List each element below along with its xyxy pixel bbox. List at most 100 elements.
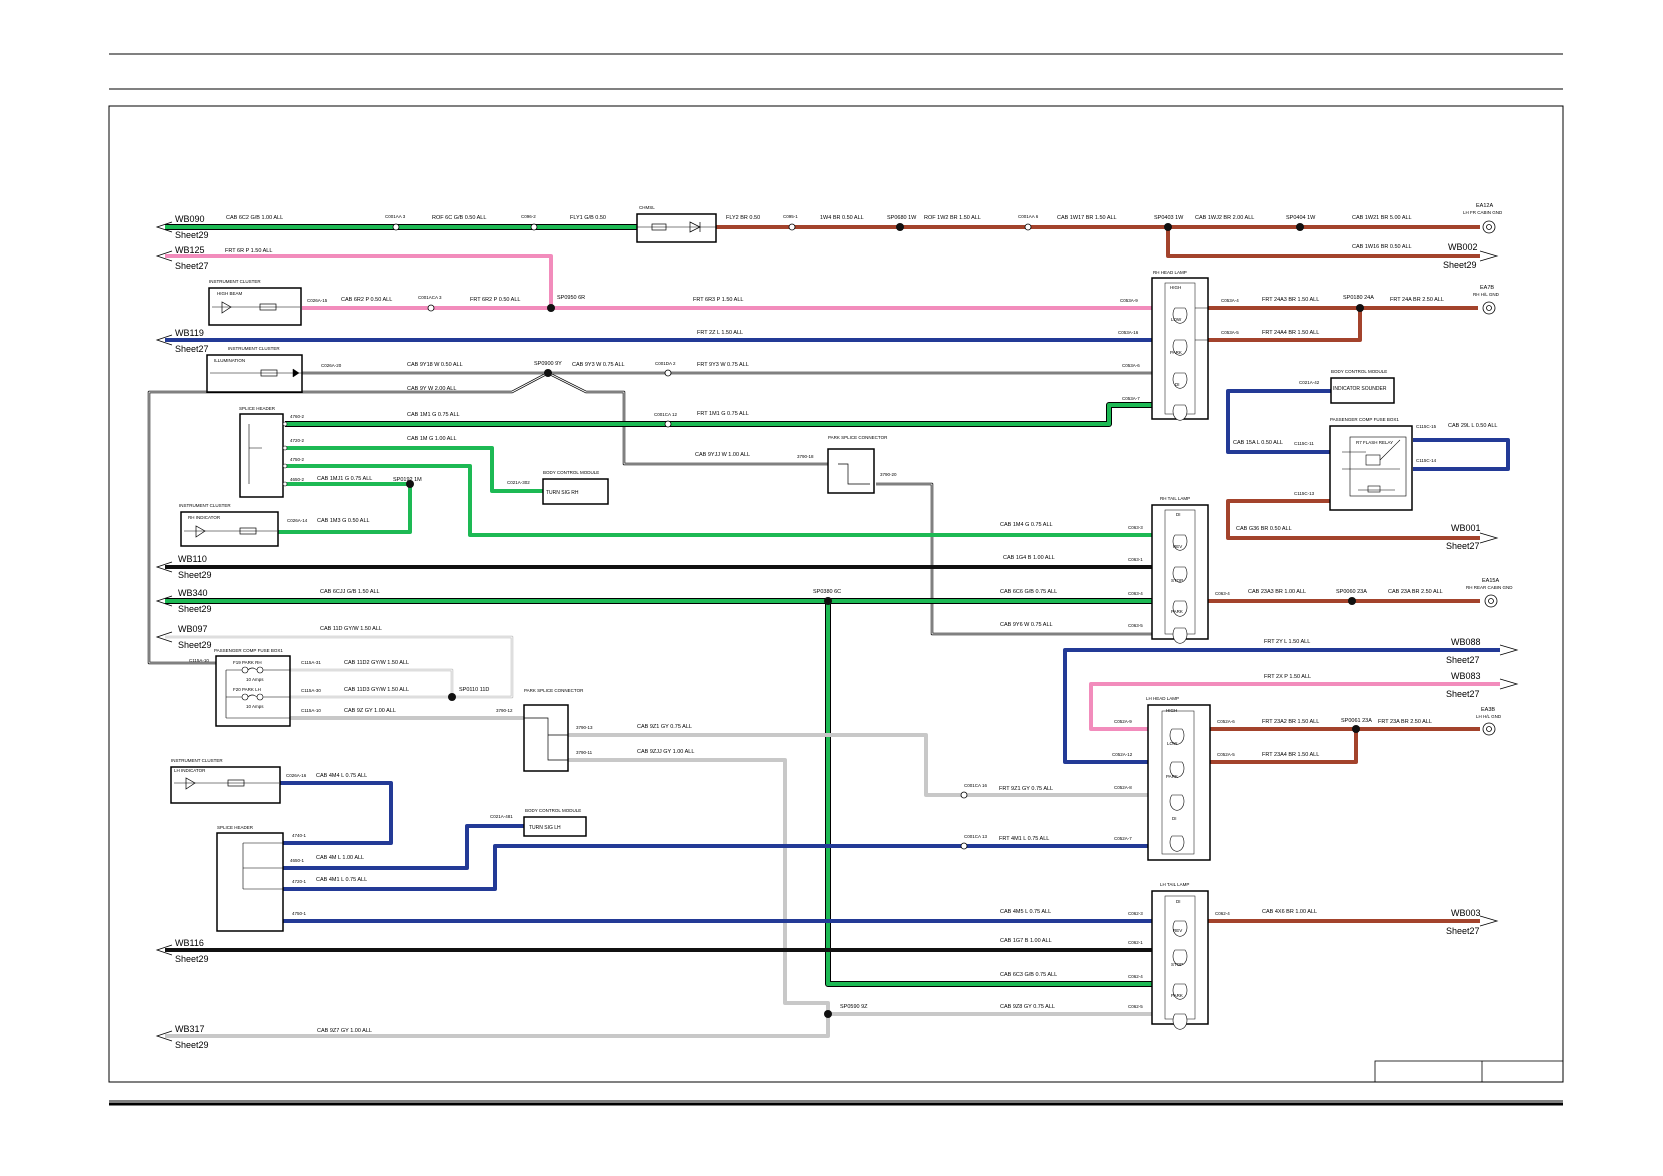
ground-id: EA3B (1481, 707, 1495, 713)
connector-label: C053A-16 (1118, 330, 1139, 335)
splice-label: SP0060 23A (1336, 589, 1367, 595)
connector-label: C026A-16 (286, 773, 307, 778)
splice-header-lh (216, 832, 284, 932)
connector-label: 4650-1 (290, 858, 305, 863)
wire-label: FLY2 BR 0.50 (726, 215, 760, 221)
splice-label: SP0180 24A (1343, 295, 1374, 301)
connector-label: C052A-6 (1217, 719, 1235, 724)
offpage-ref-sheet: Sheet29 (178, 640, 212, 650)
lh-indicator-label: LH INDICATOR (174, 768, 206, 773)
wire-label: CAB 23A BR 2.50 ALL (1388, 589, 1443, 595)
wire-label: CAB 9Y W 2.00 ALL (407, 386, 456, 392)
wire-label: 1W4 BR 0.50 ALL (820, 215, 864, 221)
instrument-cluster-illumination (206, 354, 303, 393)
connector-label: C115A-31 (301, 660, 321, 665)
offpage-ref-sheet: Sheet27 (1446, 541, 1480, 551)
bcm-label: BODY CONTROL MODULE (543, 470, 599, 475)
wire-label: CAB 6C2 G/B 1.00 ALL (226, 215, 283, 221)
ground-id: EA12A (1476, 203, 1493, 209)
wire-label: CAB 4M5 L 0.75 ALL (1000, 909, 1051, 915)
connector-label: C063-4 (1215, 591, 1230, 596)
connector-label: C021A-42 (1299, 380, 1320, 385)
connector-label: C053A-6 (1122, 363, 1140, 368)
wire-label: CAB 1W21 BR 5.00 ALL (1352, 215, 1412, 221)
turn-sig-rh-label: TURN SIG RH (546, 490, 579, 496)
offpage-ref-id: WB002 (1448, 242, 1478, 252)
fuse-f20-label: F20 PARK LH (233, 687, 261, 692)
wire-label: CAB 6C3 G/B 0.75 ALL (1000, 972, 1057, 978)
wires (147, 224, 1510, 1038)
connector-label: C115C-13 (1294, 491, 1315, 496)
offpage-ref-id: WB116 (175, 938, 204, 948)
wire-label: CAB 29L L 0.50 ALL (1448, 423, 1497, 429)
offpage-ref-sheet: Sheet29 (178, 604, 212, 614)
wire-label: FRT 2Y L 1.50 ALL (1264, 639, 1310, 645)
park-splice-label: PARK SPLICE CONNECTOR (828, 435, 888, 440)
offpage-ref-sheet: Sheet29 (175, 954, 209, 964)
lh-tail-lamp-label: LH TAIL LAMP (1160, 882, 1189, 887)
offpage-ref-id: WB001 (1451, 523, 1481, 533)
wire-label: FLY1 G/B 0.50 (570, 215, 606, 221)
offpage-ref-sheet: Sheet29 (1443, 260, 1477, 270)
connector-label: C026A-15 (307, 298, 328, 303)
wire-label: FRT 23A2 BR 1.50 ALL (1262, 719, 1319, 725)
offpage-ref-sheet: Sheet27 (175, 344, 209, 354)
connector-label: 4750-1 (292, 911, 307, 916)
wire-label: CAB 1M1 G 0.75 ALL (407, 412, 460, 418)
wire-label: CAB 1W16 BR 0.50 ALL (1352, 244, 1412, 250)
wire-label: FRT 24A BR 2.50 ALL (1390, 297, 1444, 303)
bcm-turn-sig-rh-box (542, 478, 609, 505)
wire-label: ROF 6C G/B 0.50 ALL (432, 215, 486, 221)
ground-desc: LH H/L GND (1476, 714, 1502, 719)
wire-wb088-blue (1063, 648, 1500, 764)
wire-lh-indicator-blue (280, 781, 393, 845)
connector-label: C001AA 3 (385, 214, 406, 219)
connector-label: C053A-7 (1122, 396, 1140, 401)
connector-label: C001CA 12 (654, 412, 678, 417)
fusebox-label: PASSENGER COMP FUSE BOX1 (214, 648, 283, 653)
ground-id: EA7B (1480, 285, 1494, 291)
splice-label: SP0061 23A (1341, 718, 1372, 724)
page-frame (108, 53, 1564, 1106)
wire-label: CAB 6R2 P 0.50 ALL (341, 297, 392, 303)
wire-label: CAB 11D GY/W 1.50 ALL (320, 626, 382, 632)
offpage-ref-id: WB003 (1451, 908, 1481, 918)
splice-label: SP0403 1W (1154, 215, 1184, 221)
passenger-fusebox (215, 655, 291, 727)
connector-label: C001DA 2 (655, 361, 676, 366)
wire-wb090-brown (716, 225, 1480, 258)
wire-labels: CAB 6C2 G/B 1.00 ALL ROF 6C G/B 0.50 ALL… (225, 215, 1497, 1034)
wire-flasher-blue (1413, 438, 1510, 471)
lamp-di-label: DI (1175, 382, 1180, 387)
indicator-sounder-label: INDICATOR SOUNDER (1333, 386, 1387, 392)
offpage-ref-sheet: Sheet27 (1446, 926, 1480, 936)
connector-label: C052A-8 (1114, 785, 1132, 790)
rh-tail-lamp (1151, 504, 1209, 644)
wire-label: CAB 11D3 GY/W 1.50 ALL (344, 687, 409, 693)
wire-rh-headlamp-ground (1208, 306, 1478, 342)
connector-label: 3790-11 (576, 750, 593, 755)
offpage-ref-sheet: Sheet27 (175, 261, 209, 271)
wire-label: FRT 24A4 BR 1.50 ALL (1262, 330, 1319, 336)
instrument-cluster-label: INSTRUMENT CLUSTER (228, 346, 280, 351)
connector-label: 4750-2 (290, 457, 305, 462)
wire-rh-di-green (285, 402, 1152, 427)
wire-label: CAB 1G4 B 1.00 ALL (1003, 555, 1055, 561)
offpage-ref-id: WB083 (1451, 671, 1481, 681)
wire-label: CAB 1M3 G 0.50 ALL (317, 518, 370, 524)
offpage-ref-sheet: Sheet27 (1446, 655, 1480, 665)
splice-label: SP0404 1W (1286, 215, 1316, 221)
connector-label: C052A-7 (1114, 836, 1132, 841)
connector-label: C062-1 (1128, 940, 1143, 945)
offpage-ref-sheet: Sheet29 (175, 230, 209, 240)
splice-label: SP0380 6C (813, 589, 841, 595)
instrument-cluster-label: INSTRUMENT CLUSTER (171, 758, 223, 763)
wire-label: CAB 9Y18 W 0.50 ALL (407, 362, 463, 368)
splice-labels: SP0950 6R SP0680 1W SP0403 1W SP0404 1W … (393, 215, 1374, 1010)
wire-lh-headlamp-ground (1208, 727, 1480, 764)
bcm-label: BODY CONTROL MODULE (525, 808, 581, 813)
high-beam-label: HIGH BEAM (217, 291, 243, 296)
indicator-sounder-box (1330, 377, 1395, 404)
wire-label: CAB G36 BR 0.50 ALL (1236, 526, 1292, 532)
